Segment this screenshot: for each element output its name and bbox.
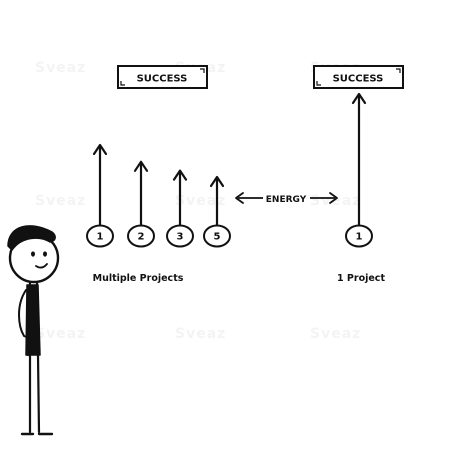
energy-arrow: ENERGY [235,192,338,205]
project-node [345,224,373,248]
watermark-text: Sveaz [310,193,361,209]
watermark-text: Sveaz [35,60,86,76]
project-arrow: 5 [203,175,231,248]
figure-eye [31,251,35,257]
watermark: Sveaz Sveaz Sveaz Sveaz Sveaz Sveaz Svea… [35,60,361,342]
project-arrow: 1 [345,92,373,248]
stick-figure-illustration [7,225,60,436]
project-arrow: 1 [86,143,114,248]
energy-label: ENERGY [266,195,307,205]
left-project-arrows: 1 2 3 5 [86,143,231,248]
right-caption: 1 Project [337,273,385,284]
watermark-text: Sveaz [35,193,86,209]
figure-torso [25,284,41,356]
right-success-label: SUCCESS [333,74,384,85]
arrowhead-up-icon [92,143,108,156]
arrowhead-right-icon [329,192,338,204]
watermark-text: Sveaz [175,326,226,342]
arrowhead-up-icon [172,169,188,181]
project-number: 2 [138,232,145,243]
figure-arm [18,289,35,341]
left-success-box: SUCCESS [117,65,208,89]
project-arrow: 2 [127,160,155,248]
project-node [127,224,155,248]
watermark-text: Sveaz [310,326,361,342]
project-number: 5 [214,232,221,243]
left-caption: Multiple Projects [93,273,184,284]
project-number: 1 [356,232,363,243]
figure-eye [43,251,47,257]
project-number: 3 [177,232,184,243]
left-success-label: SUCCESS [137,74,188,85]
figure-hair [7,225,56,251]
right-success-box: SUCCESS [313,65,404,89]
right-project-arrows: 1 [345,92,373,248]
watermark-text: Sveaz [175,193,226,209]
arrowhead-up-icon [209,175,225,188]
arrowhead-up-icon [133,160,149,172]
project-node [86,224,114,248]
project-number: 1 [97,232,104,243]
watermark-text: Sveaz [35,326,86,342]
figure-smile [35,263,48,269]
project-node [166,224,194,248]
arrowhead-left-icon [235,192,244,204]
project-arrow: 3 [166,169,194,248]
project-node [203,224,231,248]
arrowhead-up-icon [351,92,367,105]
figure-leg [36,353,41,434]
